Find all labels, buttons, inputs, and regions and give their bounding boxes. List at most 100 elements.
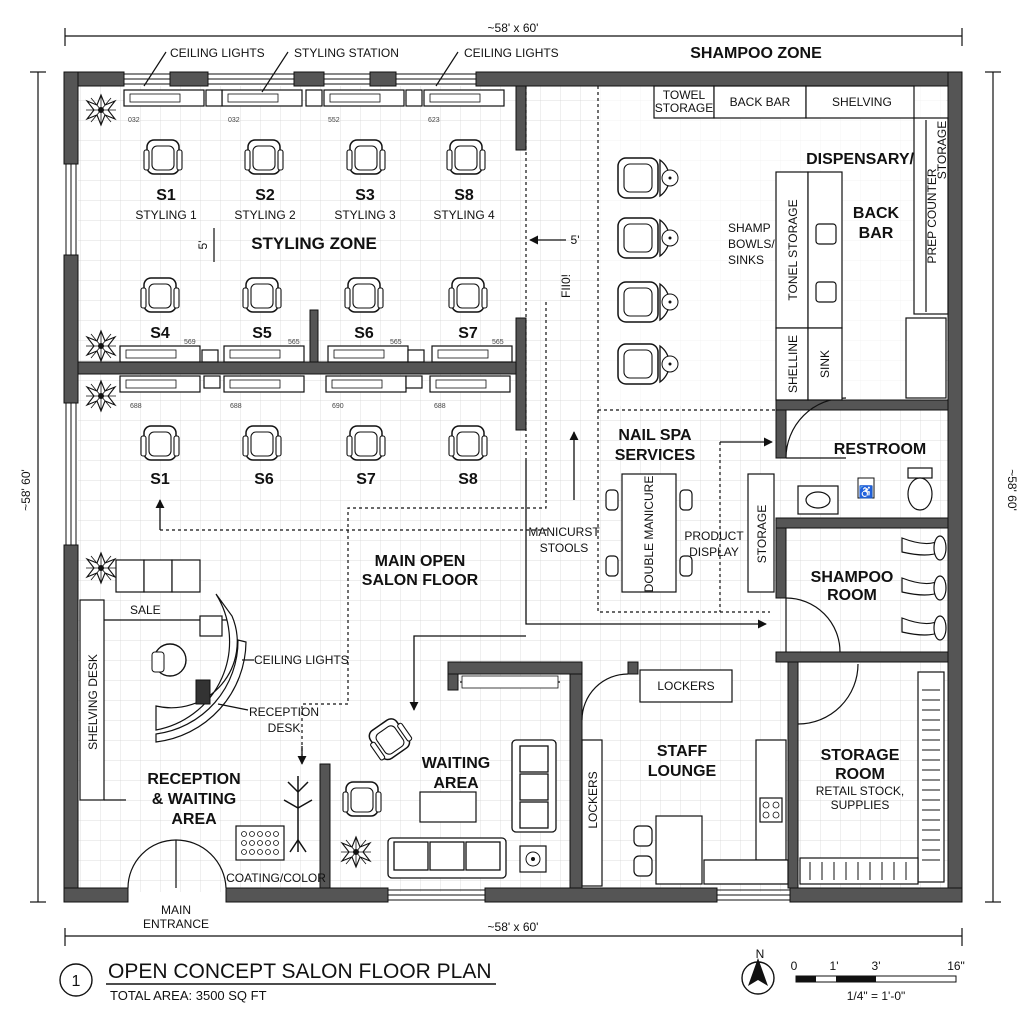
counter-code: 565 xyxy=(492,339,504,346)
counter-code: 688 xyxy=(434,403,446,410)
counter-code: 565 xyxy=(390,339,402,346)
styling-chair xyxy=(344,277,384,313)
stools-label: STOOLS xyxy=(540,541,588,555)
scale-label: 1/4" = 1'-0" xyxy=(847,989,906,1003)
station-code: S6 xyxy=(254,471,274,488)
styling-chair xyxy=(143,139,183,175)
back-bar-label: BACK BAR xyxy=(730,95,791,109)
shelving-label: SHELVING xyxy=(832,95,892,109)
styling-chair xyxy=(446,139,486,175)
main-entrance-label: ENTRANCE xyxy=(143,917,209,931)
sink-label: SINK xyxy=(818,350,832,378)
styling-chair xyxy=(140,425,180,461)
styling-zone: 032 032 552 623 CEILING LIGHTS STYLING S… xyxy=(85,46,559,584)
restroom: RESTROOM ♿ xyxy=(797,441,933,515)
accessible-icon: ♿ xyxy=(859,485,874,499)
storage-room-sublabel: RETAIL STOCK, xyxy=(816,784,904,798)
lockers-label: LOCKERS xyxy=(586,771,600,828)
styling-chair xyxy=(244,139,284,175)
reception-label: AREA xyxy=(171,811,217,828)
staff-lounge-label: LOUNGE xyxy=(648,763,717,780)
reception-desk-label: RECEPTION xyxy=(249,705,319,719)
station-code: S4 xyxy=(150,325,170,342)
styling-chair xyxy=(140,277,180,313)
dispensary-label: DISPENSARY/ xyxy=(806,151,914,168)
counter-code: 623 xyxy=(428,117,440,124)
shampoo-zone: SHAMPOO ZONE TOWEL STORAGE BACK BAR SHEL… xyxy=(559,45,949,401)
storage-room-label: STORAGE xyxy=(821,747,900,764)
styling-counters-top: 032 032 552 623 xyxy=(123,89,505,124)
callout-styling-station: STYLING STATION xyxy=(294,46,399,60)
dimension-right: ~58' 60' xyxy=(1005,469,1019,511)
dim-5ft-horizontal: 5' xyxy=(571,233,580,247)
styling-chair xyxy=(448,425,488,461)
station-code: S2 xyxy=(255,187,275,204)
counter-code: 688 xyxy=(230,403,242,410)
towel-storage-label: STORAGE xyxy=(655,101,713,115)
waiting-label: WAITING xyxy=(422,755,490,772)
storage-room-sublabel: SUPPLIES xyxy=(831,798,890,812)
station-code: S5 xyxy=(252,325,272,342)
counter-code: 552 xyxy=(328,117,340,124)
styling-chair xyxy=(346,425,386,461)
styling-chair xyxy=(242,425,282,461)
shampoo-zone-label: SHAMPOO ZONE xyxy=(690,45,822,62)
reception-label: & WAITING xyxy=(152,791,236,808)
main-floor-label: SALON FLOOR xyxy=(362,572,479,589)
coat-rack-icon xyxy=(283,776,313,853)
station-code: S1 xyxy=(156,187,176,204)
shelline-label: SHELLINE xyxy=(786,335,800,393)
styling-counters-mid: 569 565 565 565 xyxy=(119,339,513,363)
scale-tick: 1' xyxy=(830,959,839,973)
sofa xyxy=(387,739,557,879)
shampoo-room-label: SHAMPOO xyxy=(811,569,894,586)
callouts-top: CEILING LIGHTS STYLING STATION CEILING L… xyxy=(143,46,559,93)
title-block: 1 OPEN CONCEPT SALON FLOOR PLAN TOTAL AR… xyxy=(59,960,496,1003)
station-name: STYLING 1 xyxy=(135,208,197,222)
tonel-storage-label: TONEL STORAGE xyxy=(786,199,800,300)
counter-code: 569 xyxy=(184,339,196,346)
styling-chair xyxy=(242,277,282,313)
callout-ceiling-lights: CEILING LIGHTS xyxy=(464,46,559,60)
shampoo-room: SHAMPOO ROOM xyxy=(811,535,947,641)
storage-room-label: ROOM xyxy=(835,766,885,783)
back-bar-room-label: BAR xyxy=(859,225,894,242)
flow-arrows xyxy=(155,235,773,765)
north-label: N xyxy=(756,947,765,961)
counter-code: 690 xyxy=(332,403,344,410)
lockers-label: LOCKERS xyxy=(657,679,714,693)
shelving-desk-label: SHELVING DESK xyxy=(86,654,100,750)
station-code: S7 xyxy=(356,471,376,488)
dimension-bottom: ~58' x 60' xyxy=(488,920,539,934)
scale-bar: 0 1' 3' 16" 1/4" = 1'-0" xyxy=(791,959,965,1003)
station-code: S1 xyxy=(150,471,170,488)
styling-counters-low: 688 688 690 688 xyxy=(119,375,511,410)
staff-lounge: LOCKERS LOCKERS STAFF LOUNGE xyxy=(581,669,789,887)
nail-spa: NAIL SPA SERVICES DOUBLE MANICURE MANICU… xyxy=(528,427,775,593)
counter-code: 032 xyxy=(228,117,240,124)
station-name: STYLING 2 xyxy=(234,208,296,222)
callout-ceiling-lights: CEILING LIGHTS xyxy=(254,653,349,667)
styling-zone-label: STYLING ZONE xyxy=(251,234,377,253)
station-code: S7 xyxy=(458,325,478,342)
prep-counter-label: PREP COUNTER xyxy=(925,168,939,263)
product-display-label: PRODUCT xyxy=(684,529,744,543)
station-name: STYLING 4 xyxy=(433,208,495,222)
double-manicure-label: DOUBLE MANICURE xyxy=(642,476,656,593)
product-display-label: DISPLAY xyxy=(689,545,739,559)
scale-tick: 16" xyxy=(947,959,965,973)
storage-label: STORAGE xyxy=(935,121,949,179)
counter-code: 565 xyxy=(288,339,300,346)
scale-tick: 0 xyxy=(791,959,798,973)
nail-spa-label: SERVICES xyxy=(615,447,696,464)
station-code: S6 xyxy=(354,325,374,342)
counter-code: 032 xyxy=(128,117,140,124)
dimension-lines: ~58' x 60' ~58' x 60' ~58' 60' ~58' 60' xyxy=(19,21,1019,946)
waiting-label: AREA xyxy=(433,775,479,792)
shampoo-bowls-label: BOWLS/ xyxy=(728,237,775,251)
coating-color-label: COATING/COLOR xyxy=(226,871,326,885)
total-area: TOTAL AREA: 3500 SQ FT xyxy=(110,988,267,1003)
back-bar-room-label: BACK xyxy=(853,205,900,222)
dimension-left: ~58' 60' xyxy=(19,469,33,511)
storage-room: STORAGE ROOM RETAIL STOCK, SUPPLIES xyxy=(799,671,945,885)
